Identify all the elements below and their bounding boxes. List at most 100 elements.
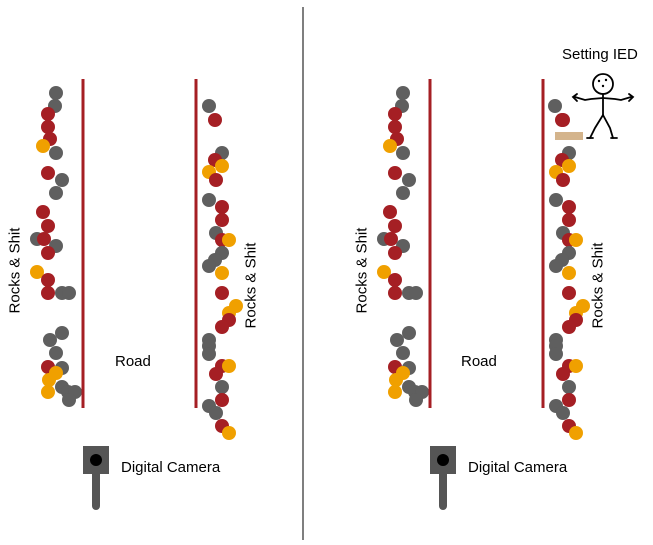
figure-hand <box>571 93 578 102</box>
rock <box>41 273 55 287</box>
rock <box>402 326 416 340</box>
rock <box>202 347 216 361</box>
rock <box>396 186 410 200</box>
rock <box>388 120 402 134</box>
rock <box>49 146 63 160</box>
figure-leg <box>589 114 604 139</box>
rock <box>396 86 410 100</box>
rocks-left-label: Rocks & Shit <box>353 227 371 314</box>
rock <box>30 265 44 279</box>
rock <box>548 99 562 113</box>
rock <box>209 367 223 381</box>
rock <box>556 173 570 187</box>
rock <box>208 113 222 127</box>
rock <box>215 286 229 300</box>
rock <box>569 426 583 440</box>
rock <box>41 219 55 233</box>
rock <box>49 186 63 200</box>
rock <box>388 246 402 260</box>
rock <box>209 173 223 187</box>
rock <box>388 286 402 300</box>
rock <box>62 286 76 300</box>
figure-mouth <box>601 84 605 88</box>
rock <box>562 320 576 334</box>
rock <box>562 393 576 407</box>
rock <box>384 232 398 246</box>
rock <box>49 86 63 100</box>
rock <box>562 286 576 300</box>
rock <box>36 205 50 219</box>
rock <box>390 333 404 347</box>
rock <box>549 259 563 273</box>
rock <box>409 393 423 407</box>
rock <box>562 159 576 173</box>
rock <box>562 266 576 280</box>
rock <box>41 107 55 121</box>
rock <box>388 385 402 399</box>
rock <box>569 359 583 373</box>
panel-right <box>377 73 635 510</box>
rock <box>55 326 69 340</box>
rock <box>41 286 55 300</box>
figure-arms <box>574 96 632 101</box>
rock <box>37 232 51 246</box>
rock <box>549 193 563 207</box>
figure-eye <box>604 78 608 82</box>
rock <box>49 346 63 360</box>
rock <box>43 333 57 347</box>
camera-lens <box>90 454 102 466</box>
rock <box>562 200 576 214</box>
rock <box>388 273 402 287</box>
rock <box>215 320 229 334</box>
rocks-left-label: Rocks & Shit <box>6 227 24 314</box>
rock <box>396 146 410 160</box>
rock <box>215 200 229 214</box>
rock <box>388 166 402 180</box>
rocks-right-label: Rocks & Shit <box>242 242 260 329</box>
rock <box>556 367 570 381</box>
rock <box>402 173 416 187</box>
figure-eye <box>597 79 601 83</box>
rock <box>556 113 570 127</box>
panel-left <box>30 79 243 510</box>
rock <box>202 193 216 207</box>
rock <box>215 393 229 407</box>
figure-leg <box>602 114 614 139</box>
rocks-right-label: Rocks & Shit <box>589 242 607 329</box>
rock <box>383 205 397 219</box>
rock <box>396 346 410 360</box>
rock <box>41 166 55 180</box>
rock <box>36 139 50 153</box>
rock <box>549 347 563 361</box>
rock <box>569 233 583 247</box>
rock <box>41 120 55 134</box>
rock <box>41 246 55 260</box>
rock <box>202 259 216 273</box>
rock <box>556 406 570 420</box>
road-label: Road <box>115 353 151 370</box>
rock <box>41 385 55 399</box>
rock <box>215 266 229 280</box>
setting-ied-label: Setting IED <box>562 46 638 63</box>
rock <box>215 159 229 173</box>
rock <box>388 107 402 121</box>
rock <box>562 380 576 394</box>
rock <box>377 265 391 279</box>
rock <box>409 286 423 300</box>
rock <box>389 373 403 387</box>
rock <box>222 426 236 440</box>
figure-head <box>592 73 614 95</box>
rock <box>222 233 236 247</box>
stick-figure-icon <box>571 73 635 139</box>
camera-lens <box>437 454 449 466</box>
camera-label: Digital Camera <box>468 459 568 476</box>
rock <box>215 213 229 227</box>
rock <box>42 373 56 387</box>
rock <box>383 139 397 153</box>
figure-hand <box>628 93 635 102</box>
rock <box>62 393 76 407</box>
camera-label: Digital Camera <box>121 459 221 476</box>
rock <box>209 406 223 420</box>
rock <box>55 173 69 187</box>
